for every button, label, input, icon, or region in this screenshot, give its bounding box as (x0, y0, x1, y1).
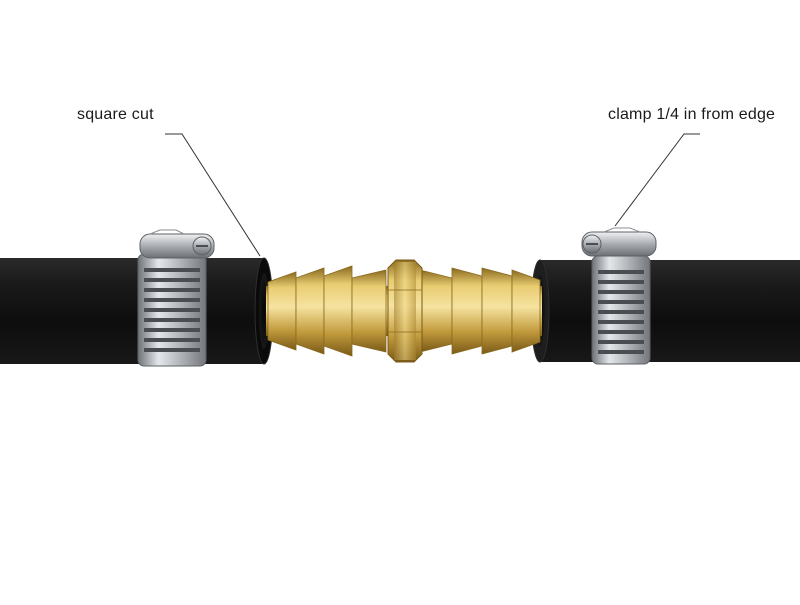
left-hose-clamp (137, 229, 215, 367)
hex-nut (387, 259, 423, 363)
left-barbs (267, 265, 387, 357)
left-leader-line (165, 133, 261, 257)
square-cut-label: square cut (77, 106, 154, 123)
brass-barb-coupler (266, 259, 542, 363)
right-clamp-screw (581, 227, 657, 257)
right-barbs (419, 267, 541, 355)
right-hose (530, 259, 800, 363)
left-hose (0, 257, 274, 365)
leader-lines (165, 133, 700, 257)
right-leader-line (614, 133, 700, 227)
right-hose-clamp (581, 227, 657, 365)
left-clamp-screw (139, 229, 215, 259)
clamp-distance-label: clamp 1/4 in from edge (608, 106, 776, 123)
